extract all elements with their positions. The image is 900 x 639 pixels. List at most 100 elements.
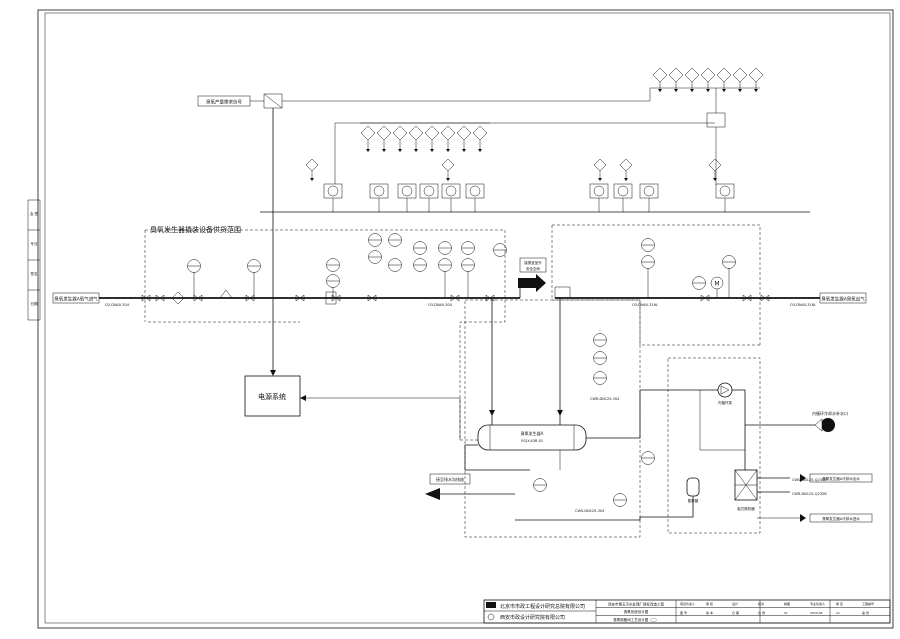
svg-text:内循环泵: 内循环泵 — [718, 400, 732, 405]
valve — [155, 294, 165, 302]
valve — [193, 294, 203, 302]
svg-text:臭氧发生器A: 臭氧发生器A — [521, 430, 544, 436]
svg-text:CWR-DN125-Q235B: CWR-DN125-Q235B — [792, 492, 827, 496]
arrow-head — [478, 149, 482, 152]
alarm-diamond — [700, 67, 716, 83]
side-table: 会 签 专业 签名 日期 — [27, 199, 41, 321]
alarm-diamond — [732, 67, 748, 83]
arrow-head — [706, 89, 710, 92]
ozone-outlet-label: 臭氧发生器A臭氧出气 — [821, 296, 865, 303]
alarm-diamond — [708, 158, 722, 172]
flow-meter — [325, 291, 337, 305]
bus-instrument-boxes — [323, 183, 735, 212]
instrument-bubbles — [187, 233, 736, 507]
drain-outlet[interactable]: 接至排水沟排放 — [425, 473, 515, 500]
arrow-head — [446, 149, 450, 152]
alarm-diamond — [392, 125, 408, 141]
valve — [367, 294, 377, 302]
arrow-head — [722, 89, 726, 92]
alarm-diamond — [593, 158, 607, 172]
instrument-box-circle — [469, 185, 481, 197]
alarm-diamond-row — [650, 67, 764, 92]
cooling-outlet-labels: 臭氧发生器A冷却水出水 臭氧发生器A冷却水进水 — [757, 473, 873, 523]
svg-text:接臭室室外: 接臭室室外 — [524, 260, 542, 265]
instrument-box-circle — [617, 185, 629, 197]
power-system: 电源系统 — [244, 375, 461, 440]
arrow-head — [462, 149, 466, 152]
svg-text:接至排水沟排放: 接至排水沟排放 — [436, 476, 464, 482]
drawing-title: 臭氧制备间工艺设计图（二） — [613, 617, 659, 622]
titleblock-cell: 工程编号 — [862, 601, 874, 606]
svg-text:板式换热器: 板式换热器 — [737, 506, 755, 511]
safe-zone-outlet[interactable]: 接臭室室外 安全空间 — [518, 257, 547, 292]
valve — [331, 294, 341, 302]
instrument-box-circle — [373, 185, 385, 197]
svg-text:臭氧产量需求信号: 臭氧产量需求信号 — [206, 99, 242, 106]
valve — [450, 294, 460, 302]
valve — [141, 294, 151, 302]
svg-text:电源系统: 电源系统 — [258, 392, 286, 401]
alarm-diamond — [441, 158, 455, 172]
alarm-diamond — [748, 67, 764, 83]
svg-text:O2-DN40-304: O2-DN40-304 — [105, 303, 130, 307]
circulation-pump — [717, 382, 733, 398]
title-block: 北京市市政工程设计研究总院有限公司 西安市政设计研究院有限公司 西安市第五污水处… — [483, 599, 891, 624]
valve — [760, 294, 770, 302]
scope-boundary: 臭氧发生器撬装设备供货范围 — [144, 224, 761, 538]
alarm-diamond — [305, 158, 319, 172]
instrument-box-circle — [643, 185, 655, 197]
alarm-diamond — [619, 158, 633, 172]
project-1: 西安市第五污水处理厂提标改造工程 — [608, 602, 664, 607]
alarm-diamond — [408, 125, 424, 141]
oxygen-inlet-label: 臭氧发生器A氧气进气 — [54, 296, 98, 303]
svg-text:CWS-DN125-304: CWS-DN125-304 — [575, 509, 605, 513]
svg-text:M: M — [714, 281, 719, 288]
arrow-head — [310, 178, 314, 181]
alarm-diamond — [424, 125, 440, 141]
alarm-diamond — [376, 125, 392, 141]
arrow-head — [624, 178, 628, 181]
alarm-diamond — [668, 67, 684, 83]
titleblock-cell: 制图 — [784, 601, 790, 606]
side-cell: 日期 — [31, 301, 38, 306]
alarm-diamond — [652, 67, 668, 83]
titleblock-cell: 比 例 — [758, 610, 765, 615]
titleblock-cell: 专业负责人 — [810, 601, 825, 606]
arrow-head — [713, 178, 717, 181]
signal-lines — [282, 88, 726, 185]
scope-label: 臭氧发生器撬装设备供货范围 — [150, 225, 241, 234]
instrument-box-circle — [327, 185, 339, 197]
arrow-head — [598, 178, 602, 181]
valve — [742, 294, 752, 302]
alarm-diamond — [360, 125, 376, 141]
valve — [295, 294, 305, 302]
company-2: 西安市政设计研究院有限公司 — [500, 614, 565, 621]
valve — [485, 294, 495, 302]
arrow-head — [382, 149, 386, 152]
svg-text:YGJ-Y-A3R-01: YGJ-Y-A3R-01 — [521, 439, 543, 443]
titleblock-cell: 第 张 — [862, 610, 869, 615]
valves: M — [141, 276, 770, 305]
arrow-head — [398, 149, 402, 152]
titleblock-cell: S1 — [784, 611, 788, 615]
process-main-line: 臭氧发生器A氧气进气 臭氧发生器A臭氧出气 O2-DN40-304 O3-DN4… — [52, 292, 867, 307]
signal-source: 臭氧产量需求信号 — [197, 93, 283, 376]
arrow-head — [674, 89, 678, 92]
svg-text:CWS-DN125-Q235B: CWS-DN125-Q235B — [792, 478, 827, 482]
titleblock-cell: 设计 — [732, 601, 738, 606]
titleblock-cell: 审 核 — [706, 601, 713, 606]
svg-text:臭氧发生器A冷却水出水: 臭氧发生器A冷却水出水 — [822, 476, 860, 481]
outer-frame — [37, 9, 894, 629]
arrow-head — [414, 149, 418, 152]
alarm-diamond — [684, 67, 700, 83]
svg-text:O3-DN40-316L: O3-DN40-316L — [790, 303, 816, 307]
alarm-diamond-row-middle — [360, 122, 490, 152]
titleblock-cell: 审 定 — [836, 601, 843, 606]
filter — [171, 291, 185, 305]
regulator — [219, 289, 233, 299]
cooling-water-inlet[interactable]: 内循环冷却水补水口 — [812, 410, 848, 432]
titleblock-cell: 图 号 — [680, 610, 687, 615]
cooling-water-system: 内循环泵 板式换热器 膨胀罐 CWS-DN125-Q235B CWR-DN125… — [464, 382, 827, 521]
